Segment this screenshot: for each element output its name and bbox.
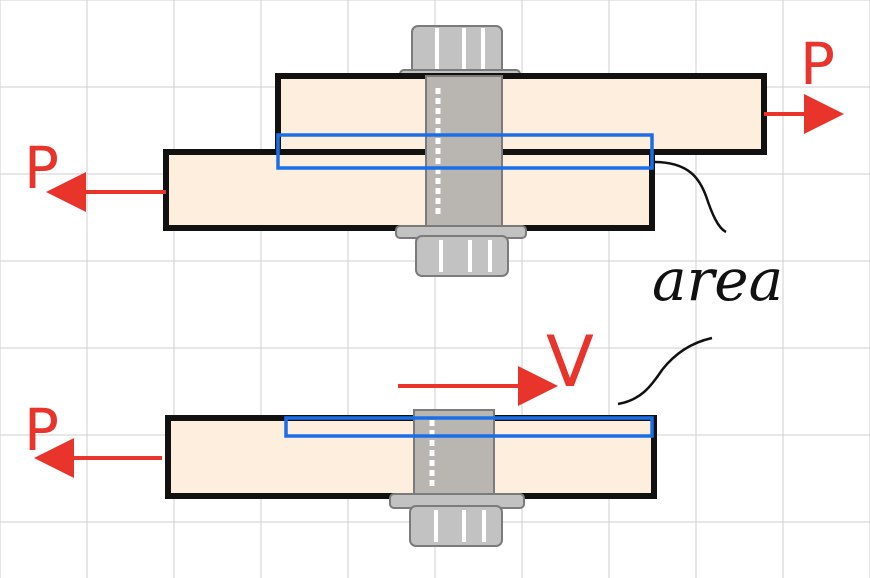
- bolt-nut-bottom-icon: [395, 225, 527, 277]
- bolt-nut-lower-icon: [389, 493, 525, 547]
- area-pointer-top: [653, 160, 727, 234]
- shear-force-label: V: [546, 321, 594, 403]
- bolt-nut-lower-body: [409, 505, 503, 547]
- bolt-shank-section: [413, 409, 495, 497]
- bottom-plate: [165, 415, 657, 499]
- area-pointer-bottom: [617, 336, 713, 406]
- lower-plate: [163, 149, 655, 231]
- shear-plane-bottom: [284, 416, 654, 438]
- bolt-head-top-icon: [399, 25, 521, 81]
- force-label-bottom-left: P: [24, 396, 59, 464]
- area-label: area: [652, 246, 783, 314]
- shear-plane-top: [276, 133, 654, 170]
- bottom-assembly: V P: [24, 321, 713, 547]
- force-label-top-left: P: [24, 134, 59, 202]
- bolt-head-top-body: [411, 25, 503, 77]
- top-assembly: P P: [24, 25, 844, 277]
- force-label-top-right: P: [800, 30, 835, 98]
- upper-plate: [275, 73, 767, 155]
- bolt-nut-bottom-body: [415, 235, 509, 277]
